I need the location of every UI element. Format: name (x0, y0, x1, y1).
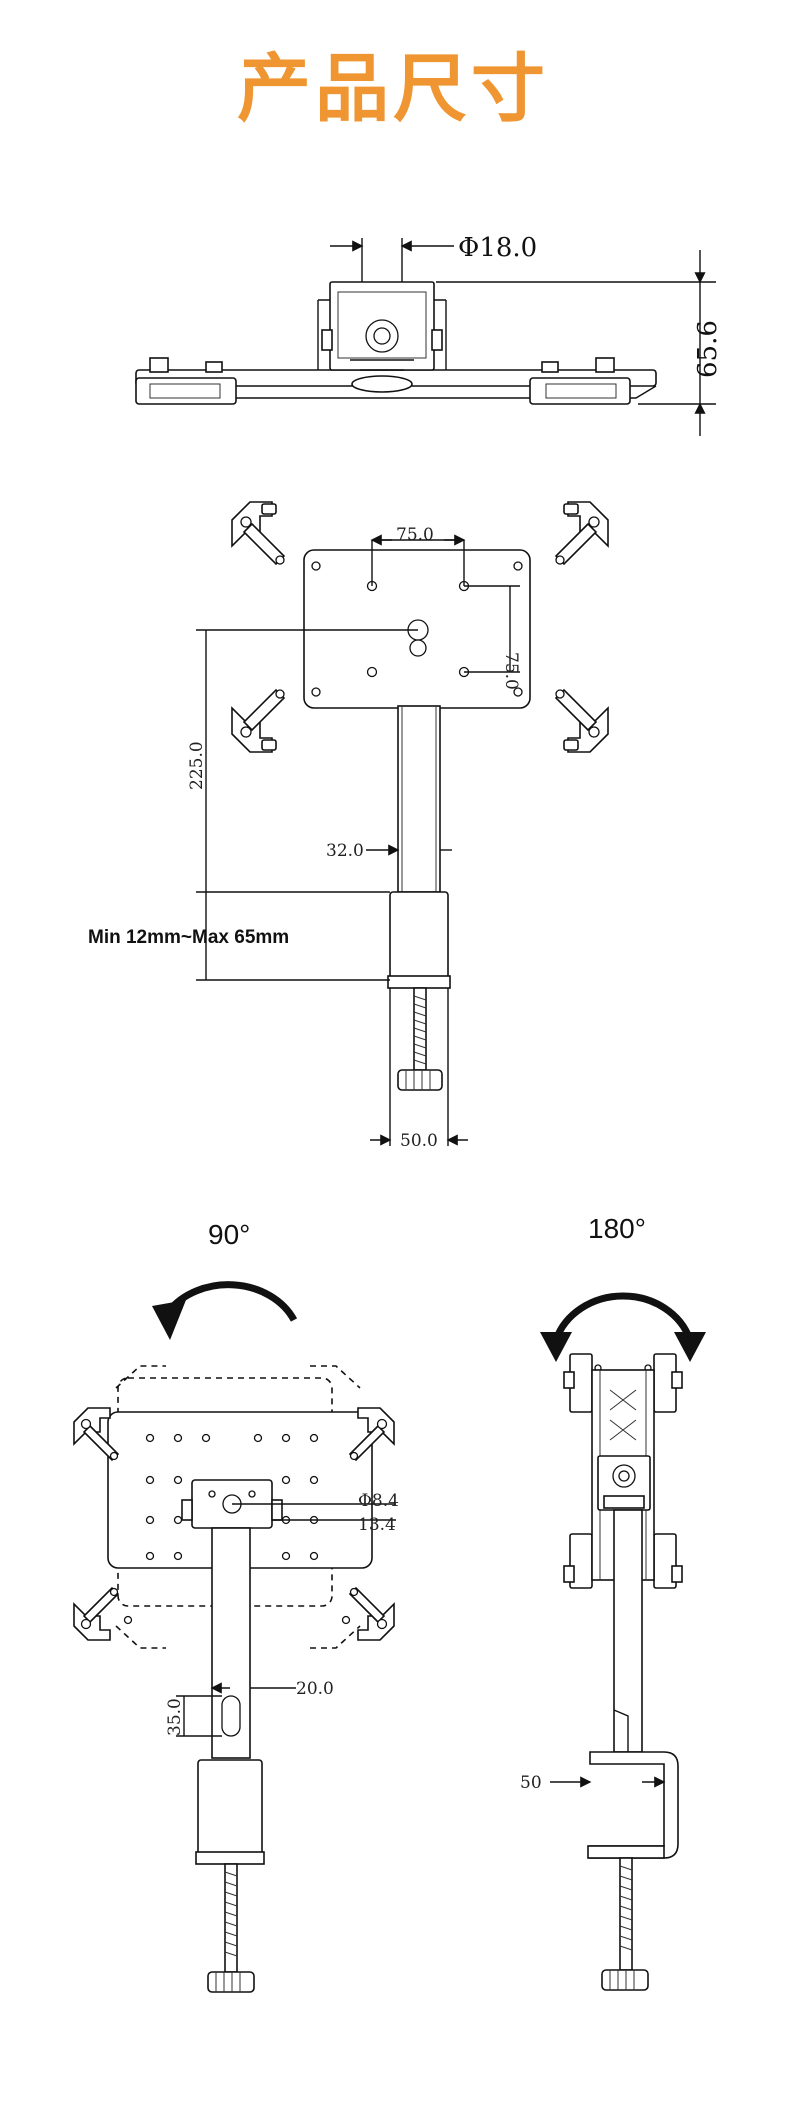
hole-diameter-label: Φ8.4 (358, 1491, 399, 1511)
swivel-view: 180° (520, 1213, 706, 1991)
swivel-angle-label: 180° (588, 1213, 646, 1244)
top-view: Φ18.0 65.6 (135, 233, 723, 436)
height-label: 65.6 (693, 320, 723, 378)
vesa-horizontal-label: 75.0 (396, 525, 434, 545)
pole-height-label: 225.0 (187, 741, 207, 790)
swivel-arrow-icon (552, 1292, 694, 1342)
clamp-depth-label: 50 (520, 1773, 542, 1793)
pole-diameter-label: 32.0 (326, 841, 364, 861)
slot-width-label: 20.0 (296, 1679, 334, 1699)
rotate-angle-label: 90° (208, 1219, 250, 1250)
rotate-arrow-icon (165, 1281, 298, 1322)
rotate-view: 90° (73, 1219, 399, 1993)
clamp-range-label: Min 12mm~Max 65mm (88, 927, 289, 948)
offset-label: 13.4 (358, 1515, 396, 1535)
pin-diameter-label: Φ18.0 (458, 233, 537, 263)
clamp-width-label: 50.0 (400, 1131, 438, 1151)
vesa-vertical-label: 75.0 (501, 652, 521, 690)
slot-length-label: 35.0 (165, 1698, 185, 1736)
front-view: 75.0 75.0 225.0 32.0 (88, 501, 609, 1151)
page-title: 产品尺寸 (237, 46, 549, 132)
